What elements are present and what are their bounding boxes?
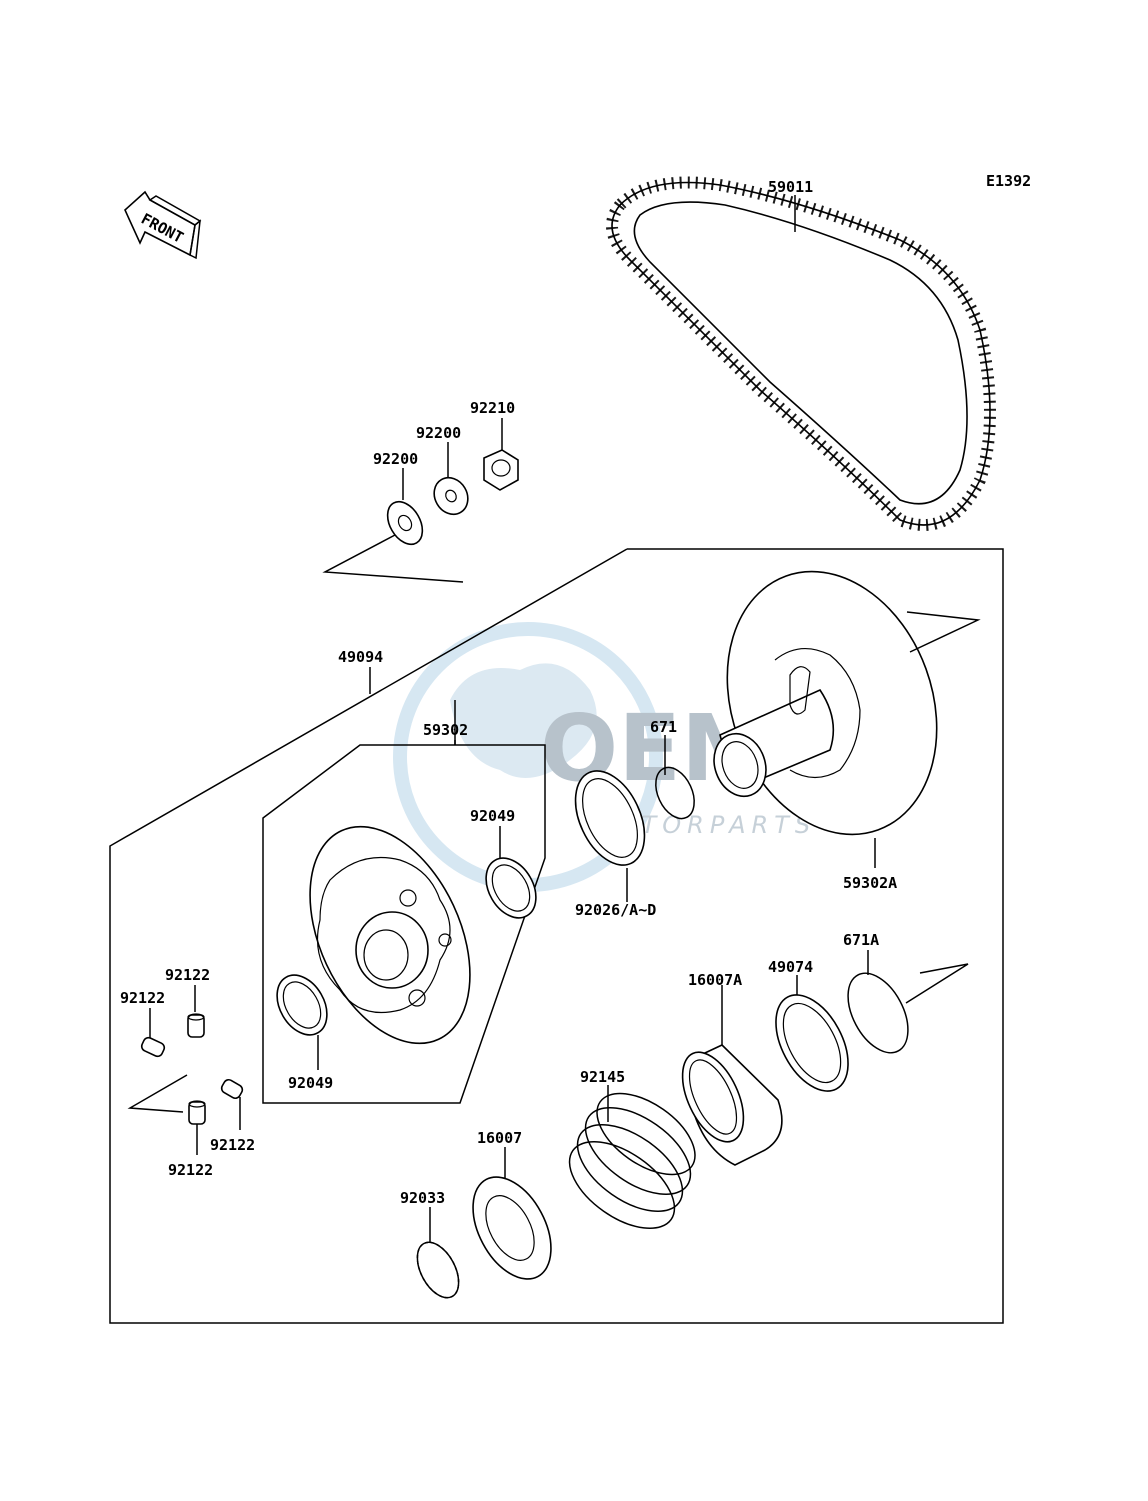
label-59302A: 59302A bbox=[843, 874, 897, 892]
shim-icon bbox=[574, 770, 646, 866]
label-16007A: 16007A bbox=[688, 971, 742, 989]
front-arrow-icon: FRONT bbox=[124, 190, 202, 260]
spring-icon bbox=[568, 1092, 696, 1230]
label-92145: 92145 bbox=[580, 1068, 625, 1086]
label-92026: 92026/A~D bbox=[575, 901, 656, 919]
label-92122-top: 92122 bbox=[165, 966, 210, 984]
label-49074: 49074 bbox=[768, 958, 813, 976]
label-92200-lower: 92200 bbox=[373, 450, 418, 468]
label-16007: 16007 bbox=[477, 1129, 522, 1147]
nut-icon bbox=[483, 449, 519, 491]
label-92033: 92033 bbox=[400, 1189, 445, 1207]
ring-icon bbox=[655, 766, 695, 820]
movable-sheave bbox=[713, 570, 938, 836]
label-49094: 49094 bbox=[338, 648, 383, 666]
label-92210: 92210 bbox=[470, 399, 515, 417]
assembly-59302-outline bbox=[262, 744, 546, 1104]
weight-icon bbox=[220, 1078, 244, 1100]
washer-icon bbox=[433, 476, 469, 516]
plate-icon bbox=[775, 994, 849, 1092]
fixed-sheave bbox=[309, 825, 471, 1045]
label-59302: 59302 bbox=[423, 721, 468, 739]
weight-icon bbox=[188, 1100, 206, 1125]
label-92200-upper: 92200 bbox=[416, 424, 461, 442]
label-671: 671 bbox=[650, 718, 677, 736]
label-92122-left: 92122 bbox=[120, 989, 165, 1007]
washer-icon bbox=[386, 500, 424, 546]
bushing-icon bbox=[681, 1044, 783, 1166]
label-59011: 59011 bbox=[768, 178, 813, 196]
label-671A: 671A bbox=[843, 931, 879, 949]
weight-icon bbox=[187, 1013, 205, 1038]
assembly-49094-outline bbox=[109, 548, 1004, 1324]
seal-icon bbox=[485, 857, 537, 919]
seal-icon bbox=[276, 974, 328, 1036]
circlip-icon bbox=[416, 1241, 460, 1299]
weight-icon bbox=[140, 1036, 166, 1058]
label-92049-lower: 92049 bbox=[288, 1074, 333, 1092]
label-92122-bottom: 92122 bbox=[168, 1161, 213, 1179]
label-92049-upper: 92049 bbox=[470, 807, 515, 825]
bushing-icon bbox=[472, 1176, 552, 1280]
ring-icon bbox=[847, 972, 909, 1054]
drive-belt bbox=[606, 176, 996, 531]
label-92122-right: 92122 bbox=[210, 1136, 255, 1154]
diagram-code: E1392 bbox=[986, 172, 1031, 190]
